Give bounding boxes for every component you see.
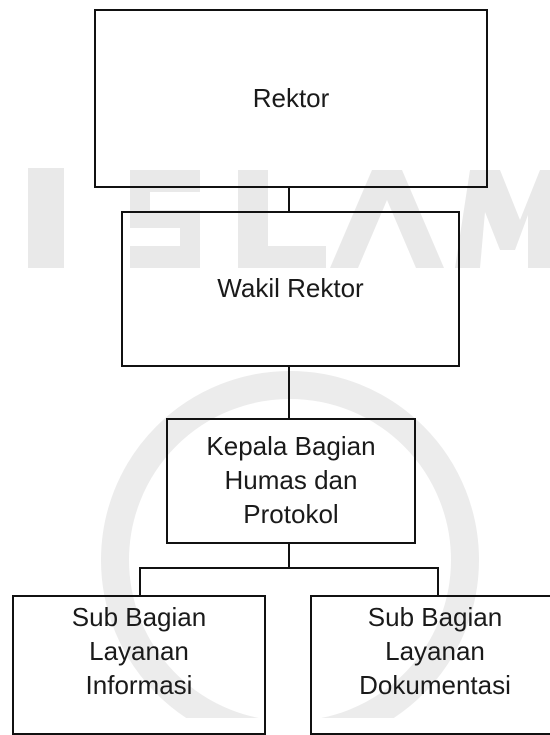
sub-informasi-text: Sub Bagian Layanan Informasi	[72, 601, 206, 702]
connector-to-dokumentasi	[437, 567, 439, 597]
connector-to-informasi	[139, 567, 141, 597]
node-rektor: Rektor	[94, 9, 488, 188]
node-wakil-rektor: Wakil Rektor	[121, 211, 460, 367]
connector-rektor-wakil	[288, 186, 290, 213]
node-sub-bagian-informasi: Sub Bagian Layanan Informasi	[12, 595, 266, 735]
node-kepala-bagian: Kepala Bagian Humas dan Protokol	[166, 418, 416, 544]
connector-wakil-kepala	[288, 365, 290, 420]
connector-horizontal	[139, 567, 439, 569]
node-sub-bagian-dokumentasi: Sub Bagian Layanan Dokumentasi	[310, 595, 550, 735]
wakil-rektor-label: Wakil Rektor	[217, 273, 364, 304]
kepala-bagian-line-3: Protokol	[243, 498, 339, 529]
connector-kepala-down	[288, 542, 290, 568]
sub-dokumentasi-line-1: Sub Bagian	[367, 602, 503, 632]
sub-dokumentasi-line-2: Layanan	[385, 635, 485, 666]
sub-informasi-line-3: Informasi	[85, 669, 193, 700]
sub-dokumentasi-text: Sub Bagian Layanan Dokumentasi	[359, 601, 511, 702]
sub-informasi-line-1: Sub Bagian	[71, 602, 207, 632]
sub-informasi-line-2: Layanan	[89, 635, 189, 666]
sub-dokumentasi-line-3: Dokumentasi	[359, 669, 511, 700]
rektor-label: Rektor	[252, 82, 330, 113]
kepala-bagian-text: Kepala Bagian Humas dan Protokol	[206, 430, 375, 531]
kepala-bagian-line-1: Kepala Bagian	[206, 431, 376, 462]
kepala-bagian-line-2: Humas dan	[224, 465, 358, 496]
